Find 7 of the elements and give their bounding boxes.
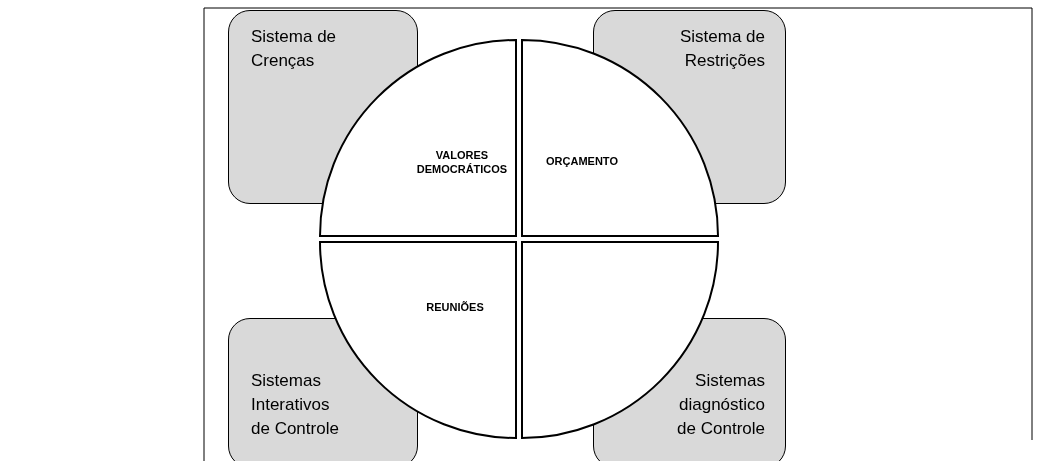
box-label: Sistemas diagnóstico de Controle: [676, 370, 765, 440]
box-label: Sistemas Interativos de Controle: [251, 370, 340, 440]
segment-label: ORÇAMENTO: [545, 154, 619, 168]
box-label: Sistema de Crenças: [251, 26, 338, 72]
segment-label: VALORES DEMOCRÁTICOS: [415, 148, 509, 176]
segment-label: REUNIÕES: [425, 300, 485, 314]
box-label: Sistema de Restrições: [678, 26, 765, 72]
